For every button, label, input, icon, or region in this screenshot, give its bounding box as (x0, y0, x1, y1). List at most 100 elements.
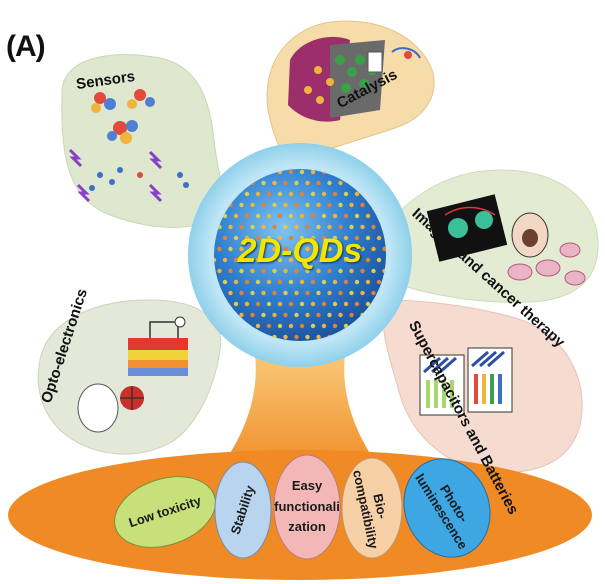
quantum-dot (343, 235, 349, 241)
quantum-dot (244, 257, 250, 263)
quantum-dot (316, 202, 321, 208)
quantum-dot (288, 301, 294, 307)
quantum-dot (283, 224, 288, 230)
quantum-dot (250, 312, 255, 318)
quantum-dot (222, 279, 228, 285)
quantum-dot (305, 202, 310, 208)
quantum-dot (288, 323, 294, 329)
quantum-dot (255, 235, 261, 241)
quantum-dot (272, 180, 277, 186)
quantum-dot (250, 268, 255, 274)
quantum-dot (299, 257, 305, 263)
quantum-dot (382, 246, 386, 252)
quantum-dot (310, 169, 316, 175)
quantum-dot (277, 213, 283, 219)
quantum-dot (349, 224, 354, 230)
quantum-dot (338, 290, 343, 296)
quantum-dot (327, 312, 332, 318)
quantum-dot (288, 169, 294, 175)
quantum-dot (272, 312, 277, 318)
quantum-dot (272, 202, 277, 208)
quantum-dot (321, 323, 327, 329)
quantum-dot (228, 246, 233, 252)
property-easy-functionalization-line-2: functionali (274, 498, 340, 514)
quantum-dot (310, 213, 316, 219)
quantum-dot (365, 301, 371, 307)
quantum-dot (316, 246, 321, 252)
quantum-dot (277, 323, 283, 329)
quantum-dot (316, 312, 321, 318)
quantum-dot (338, 268, 343, 274)
sphere-core (214, 169, 386, 341)
quantum-dot (255, 279, 261, 285)
quantum-dot (266, 191, 272, 197)
quantum-dot (250, 224, 255, 230)
center-label: 2D-QDs (237, 232, 363, 270)
quantum-dot (310, 257, 316, 263)
quantum-dot (360, 246, 365, 252)
quantum-dot (349, 312, 354, 318)
quantum-dot (266, 257, 272, 263)
property-easy-functionalization-line-3: zation (288, 519, 326, 535)
quantum-dot (239, 290, 244, 296)
property-photoluminescence-shape (403, 458, 491, 558)
quantum-dot (255, 301, 261, 307)
imaging-illustration (426, 194, 586, 286)
quantum-dot (244, 213, 250, 219)
quantum-dot (250, 290, 255, 296)
quantum-dot (371, 268, 376, 274)
quantum-dot (332, 301, 338, 307)
trunk (215, 330, 385, 475)
quantum-dot (310, 323, 316, 329)
quantum-dot (338, 202, 343, 208)
quantum-dot (365, 257, 371, 263)
quantum-dot (277, 279, 283, 285)
quantum-dot (244, 301, 250, 307)
quantum-dot (277, 301, 283, 307)
property-easy-functionalization: Easy functionali zation (274, 468, 340, 546)
quantum-dot (294, 290, 299, 296)
quantum-dot (327, 180, 332, 186)
quantum-dot (305, 180, 310, 186)
quantum-dot (343, 213, 349, 219)
quantum-dot (261, 202, 266, 208)
quantum-dot (294, 180, 299, 186)
quantum-dot (316, 180, 321, 186)
quantum-dot (261, 180, 266, 186)
sensors-illustration (68, 89, 189, 203)
quantum-dot (233, 257, 239, 263)
quantum-dot (354, 301, 360, 307)
quantum-dot (332, 235, 338, 241)
quantum-dot (294, 312, 299, 318)
quantum-dot (255, 257, 261, 263)
quantum-dot (332, 257, 338, 263)
quantum-dot (283, 290, 288, 296)
quantum-dot (294, 334, 299, 340)
quantum-dot (283, 246, 288, 252)
quantum-dot (321, 235, 327, 241)
quantum-dot (305, 334, 310, 340)
quantum-dot (239, 224, 244, 230)
quantum-dot (376, 235, 382, 241)
quantum-dot (321, 191, 327, 197)
quantum-dot (327, 290, 332, 296)
quantum-dot (250, 246, 255, 252)
quantum-dot (288, 191, 294, 197)
quantum-dot (299, 235, 305, 241)
quantum-dot (255, 323, 261, 329)
quantum-dot (365, 213, 371, 219)
quantum-dot (360, 268, 365, 274)
quantum-dot (294, 268, 299, 274)
quantum-dot (272, 224, 277, 230)
quantum-dot (305, 290, 310, 296)
property-low-toxicity-shape (114, 476, 216, 548)
quantum-dot (294, 246, 299, 252)
quantum-dot (272, 290, 277, 296)
quantum-dot (305, 246, 310, 252)
quantum-dot (310, 191, 316, 197)
quantum-dot (272, 268, 277, 274)
quantum-dot (365, 279, 371, 285)
quantum-dot (332, 213, 338, 219)
quantum-dot (239, 202, 244, 208)
